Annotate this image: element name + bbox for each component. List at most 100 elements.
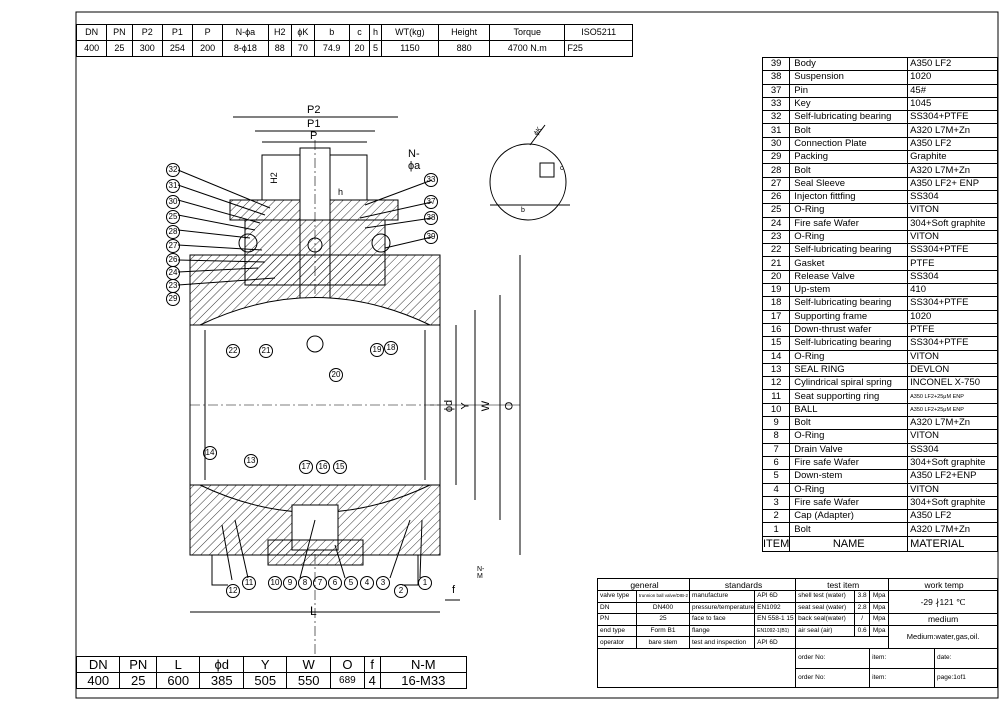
bottom-value-cell: 25 [119, 672, 157, 689]
order-no-cell: order No: [795, 647, 871, 669]
balloon: 10 [268, 576, 282, 590]
top-header-cell: h [369, 24, 382, 41]
bottom-value-cell: 600 [155, 672, 201, 689]
general-header: general [597, 578, 690, 591]
order-row: order No: item: page:1of1 [598, 667, 998, 688]
balloon: 20 [329, 368, 343, 382]
parts-row-number: 9 [761, 416, 791, 431]
value-cell: / [854, 613, 871, 626]
top-header-cell: WT(kg) [380, 24, 440, 41]
bottom-header-cell: Y [242, 656, 288, 673]
blank-title-area [596, 647, 797, 688]
parts-row-material: A350 LF2 [907, 56, 998, 72]
parts-row-number: 10 [761, 402, 791, 418]
parts-row-number: 5 [761, 469, 791, 484]
balloon: 19 [370, 343, 384, 357]
value-cell: trunnion ball valve/DIB-2 [636, 590, 690, 603]
balloon: 32 [166, 163, 180, 177]
top-value-cell: 880 [438, 40, 491, 57]
top-value-cell: 25 [106, 40, 133, 57]
item-cell: item: [869, 667, 935, 688]
parts-row-material: A350 LF2+25μM ENP [907, 389, 998, 404]
parts-row-material: PTFE [907, 322, 998, 338]
balloon: 30 [166, 195, 180, 209]
balloon: 8 [298, 576, 312, 590]
parts-row-material: 304+Soft graphite [907, 216, 998, 231]
parts-row-number: 33 [761, 96, 791, 112]
top-value-cell: 200 [192, 40, 224, 57]
label-cell: end type [597, 624, 637, 638]
unit-cell: Mpa [869, 613, 890, 626]
label-cell: valve type [597, 590, 637, 603]
parts-row-name: Self-lubricating bearing [789, 336, 909, 351]
standards-row: valve type trunnion ball valve/DIB-2 man… [597, 589, 998, 615]
balloon: 1 [418, 576, 432, 590]
parts-row-name: Fire safe Wafer [789, 495, 909, 511]
parts-row-name: Gasket [789, 256, 909, 271]
top-header-cell: c [348, 24, 371, 41]
parts-row-material: VITON [907, 229, 998, 245]
top-value-cell: 300 [131, 40, 163, 57]
balloon: 3 [376, 576, 390, 590]
parts-row-number: 16 [761, 322, 791, 338]
top-value-cell: 5 [369, 40, 382, 57]
bottom-value-cell: 400 [75, 672, 121, 689]
parts-row-name: Cap (Adapter) [789, 509, 909, 524]
balloon: 14 [203, 446, 217, 460]
parts-row-number: 30 [761, 136, 791, 152]
work-temp-header: work temp [888, 578, 998, 591]
dim-p1: P1 [307, 118, 321, 130]
parts-row-name: Bolt [789, 123, 909, 138]
balloon: 6 [328, 576, 342, 590]
value-cell: EN 558-1 15 [754, 613, 797, 626]
balloon: 23 [166, 279, 180, 293]
parts-row-name: Release Valve [789, 269, 909, 285]
bottom-dimension-table: DN PN L ϕd Y W O f N-M 400 25 600 385 50… [75, 656, 468, 689]
parts-row-name: Fire safe Wafer [789, 216, 909, 231]
parts-row-material: 304+Soft graphite [907, 455, 998, 471]
top-header-cell: b [313, 24, 350, 41]
parts-row-name: O-Ring [789, 482, 909, 497]
label-cell: seat seal (water) [795, 601, 856, 615]
parts-row-name: Cylindrical spiral spring [789, 376, 909, 391]
label-cell: PN [597, 613, 637, 626]
parts-row-material: A350 LF2+ENP [907, 469, 998, 484]
parts-row-material: PTFE [907, 256, 998, 271]
parts-row-number: 17 [761, 309, 791, 324]
dim-p: P [310, 130, 318, 142]
parts-row-material: VITON [907, 482, 998, 497]
parts-row-material: SS304+PTFE [907, 296, 998, 311]
parts-row-material: SS304+PTFE [907, 243, 998, 258]
bottom-header-cell: f [363, 656, 381, 673]
parts-row-name: Suspension [789, 70, 909, 85]
standards-row: end type Form B1 flange EN1092-1(B1) air… [597, 624, 998, 649]
parts-row-name: Self-lubricating bearing [789, 296, 909, 311]
parts-row-name: Self-lubricating bearing [789, 243, 909, 258]
parts-row-material: INCONEL X-750 [907, 376, 998, 391]
top-header-cell: ϕK [291, 24, 315, 41]
parts-row-name: BALL [789, 402, 909, 418]
parts-row-number: 23 [761, 229, 791, 245]
parts-row-name: Self-lubricating bearing [789, 110, 909, 125]
bottom-value-cell: 689 [329, 672, 365, 689]
label-cell: back seal(water) [795, 613, 856, 626]
value-cell: 25 [636, 613, 690, 626]
parts-row-number: 29 [761, 150, 791, 165]
dim-h: h [338, 187, 344, 197]
label-cell: air seal (air) [795, 624, 856, 638]
item-cell: item: [869, 647, 935, 669]
dim-nm: N-M [477, 566, 485, 580]
label-cell: manufacture [688, 590, 756, 603]
parts-row-name: Packing [789, 150, 909, 165]
parts-row-name: Bolt [789, 163, 909, 178]
